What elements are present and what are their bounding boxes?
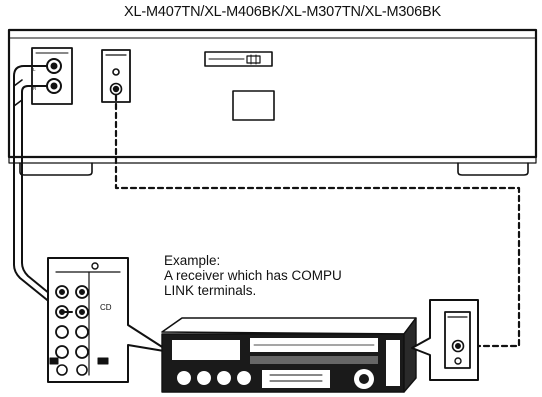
example-caption-line-1: Example:: [164, 253, 221, 268]
left-foot: [19, 162, 93, 176]
model-numbers-title: XL-M407TN/XL-M406BK/XL-M307TN/XL-M306BK: [124, 4, 441, 20]
example-caption-line-2: A receiver which has COMPU: [164, 268, 342, 283]
receiver-compu-link-inset: [411, 299, 479, 381]
right-foot: [457, 162, 529, 176]
rear-panel-opening: [232, 90, 275, 121]
svg-text:CD: CD: [100, 303, 112, 312]
compu-link-cord: [114, 93, 521, 348]
audio-output-jacks: L R: [31, 47, 73, 105]
audio-pin-cord: [13, 65, 73, 313]
example-caption-line-3: LINK terminals.: [164, 283, 257, 298]
receiver-front-panel: [161, 317, 417, 393]
example-caption: Example: A receiver which has COMPU LINK…: [164, 253, 342, 298]
receiver-jack-inset: CD: [47, 257, 171, 383]
svg-text:L: L: [33, 67, 36, 72]
rating-label-plate: [204, 51, 273, 67]
cd-changer-rear-panel: L R: [7, 28, 538, 176]
compu-link-jack-panel: [101, 49, 131, 103]
svg-text:R: R: [33, 86, 37, 91]
